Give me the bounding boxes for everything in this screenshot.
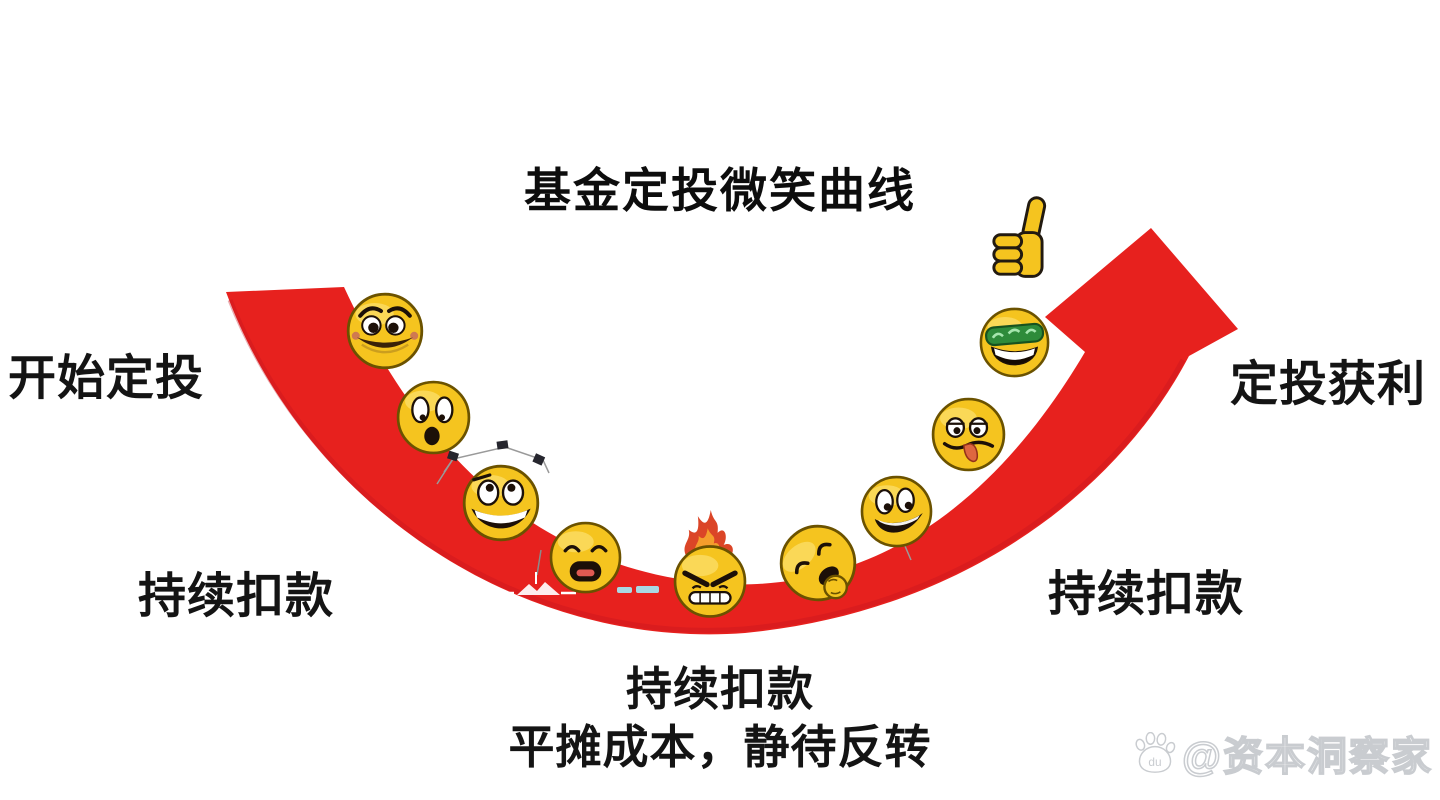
- happy-grin-emoji-icon: [859, 474, 934, 549]
- arrow-shading: [227, 299, 1186, 633]
- label-profit: 定投获利: [1230, 358, 1427, 411]
- label-start-investing: 开始定投: [8, 352, 205, 405]
- sobbing-emoji-icon: [778, 523, 858, 603]
- doodle-artifacts: [436, 440, 912, 595]
- page-title: 基金定投微笑曲线: [524, 164, 916, 217]
- svg-text:du: du: [1148, 755, 1161, 769]
- thumbs-up-icon: [988, 195, 1061, 291]
- label-bottom-keep-deducting: 持续扣款: [626, 663, 814, 715]
- label-bottom-subtitle: 平摊成本，静待反转: [508, 721, 932, 773]
- wailing-emoji-icon: [548, 520, 623, 595]
- smug-smile-emoji-icon: [345, 291, 425, 371]
- label-bottom-block: 持续扣款 平摊成本，静待反转: [509, 660, 932, 776]
- rage-fire-emoji-icon: [672, 507, 748, 619]
- shocked-emoji-icon: [395, 379, 472, 456]
- label-left-keep-deducting: 持续扣款: [138, 570, 335, 623]
- silly-tongue-emoji-icon: [930, 396, 1007, 473]
- baidu-paw-icon: du: [1135, 732, 1176, 773]
- money-laugh-emoji-icon: [978, 306, 1051, 379]
- watermark-handle: @资本洞察家: [1181, 734, 1434, 780]
- watermark: du @资本洞察家: [1132, 724, 1433, 782]
- label-right-keep-deducting: 持续扣款: [1048, 568, 1245, 621]
- nervous-grin-emoji-icon: [461, 463, 541, 543]
